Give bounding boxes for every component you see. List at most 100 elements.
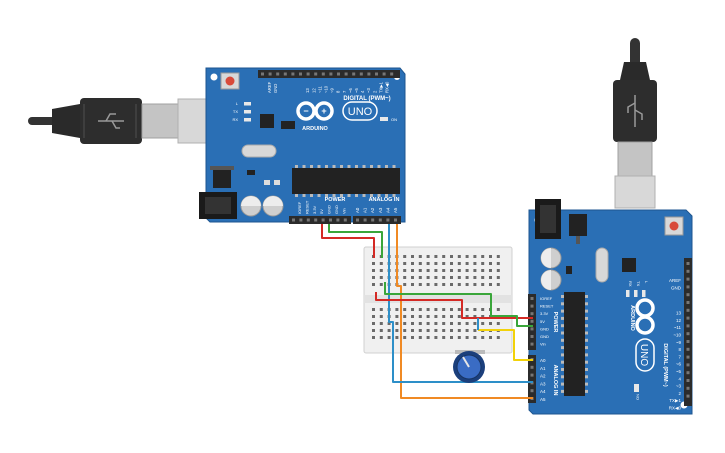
analog-header[interactable] (528, 355, 536, 403)
header-pin[interactable] (390, 72, 394, 76)
breadboard-hole[interactable] (403, 315, 407, 318)
header-pin[interactable] (375, 72, 378, 76)
header-pin[interactable] (276, 72, 280, 76)
header-pin[interactable] (686, 340, 690, 343)
breadboard-hole[interactable] (473, 269, 477, 272)
breadboard-hole[interactable] (481, 308, 485, 311)
breadboard-hole[interactable] (496, 308, 500, 311)
breadboard-hole[interactable] (372, 269, 375, 272)
breadboard-hole[interactable] (442, 329, 446, 332)
header-pin[interactable] (268, 72, 272, 76)
breadboard-hole[interactable] (403, 308, 407, 311)
header-pin[interactable] (686, 386, 690, 390)
breadboard-hole[interactable] (403, 322, 407, 325)
header-pin[interactable] (530, 312, 534, 316)
header-pin[interactable] (344, 72, 348, 76)
breadboard-hole[interactable] (387, 329, 391, 332)
header-pin[interactable] (686, 363, 690, 367)
breadboard-hole[interactable] (372, 283, 375, 286)
breadboard-hole[interactable] (434, 322, 438, 325)
breadboard-hole[interactable] (395, 336, 399, 339)
breadboard-hole[interactable] (489, 322, 492, 325)
header-pin[interactable] (686, 269, 690, 273)
breadboard-hole[interactable] (411, 329, 414, 332)
breadboard-hole[interactable] (442, 276, 446, 279)
breadboard-hole[interactable] (387, 322, 391, 325)
breadboard-hole[interactable] (489, 262, 492, 265)
breadboard-hole[interactable] (403, 336, 407, 339)
header-pin[interactable] (367, 72, 371, 76)
breadboard-hole[interactable] (457, 283, 461, 286)
breadboard-hole[interactable] (442, 322, 446, 325)
potentiometer[interactable] (453, 350, 485, 383)
breadboard-hole[interactable] (473, 329, 477, 332)
breadboard-hole[interactable] (372, 329, 375, 332)
header-pin[interactable] (686, 394, 690, 398)
header-pin[interactable] (352, 72, 356, 76)
breadboard-hole[interactable] (473, 255, 477, 258)
header-pin[interactable] (378, 218, 382, 222)
header-pin[interactable] (530, 327, 534, 331)
breadboard-hole[interactable] (465, 322, 469, 325)
breadboard-hole[interactable] (457, 322, 461, 325)
breadboard-hole[interactable] (434, 336, 438, 339)
breadboard-hole[interactable] (411, 262, 414, 265)
header-pin[interactable] (356, 218, 359, 222)
usb-cable-top[interactable] (613, 38, 657, 209)
breadboard-hole[interactable] (395, 329, 399, 332)
header-pin[interactable] (686, 371, 690, 375)
breadboard-hole[interactable] (473, 283, 477, 286)
breadboard-hole[interactable] (395, 315, 399, 318)
breadboard-hole[interactable] (434, 269, 438, 272)
breadboard-hole[interactable] (450, 322, 453, 325)
breadboard-hole[interactable] (411, 315, 414, 318)
breadboard-hole[interactable] (379, 269, 383, 272)
wires[interactable] (321, 224, 533, 399)
header-pin[interactable] (314, 72, 318, 76)
breadboard-hole[interactable] (426, 276, 430, 279)
breadboard-hole[interactable] (434, 262, 438, 265)
breadboard-hole[interactable] (442, 336, 446, 339)
breadboard-hole[interactable] (465, 315, 469, 318)
breadboard-hole[interactable] (403, 283, 407, 286)
breadboard-hole[interactable] (372, 308, 375, 311)
breadboard-hole[interactable] (450, 283, 453, 286)
header-pin[interactable] (530, 335, 534, 338)
breadboard-hole[interactable] (496, 336, 500, 339)
breadboard-hole[interactable] (403, 329, 407, 332)
header-pin[interactable] (686, 301, 690, 304)
header-pin[interactable] (530, 297, 534, 300)
header-pin[interactable] (359, 72, 363, 76)
header-pin[interactable] (291, 72, 295, 76)
breadboard-hole[interactable] (457, 269, 461, 272)
breadboard-hole[interactable] (473, 276, 477, 279)
header-pin[interactable] (686, 308, 690, 312)
breadboard-hole[interactable] (426, 329, 430, 332)
breadboard-hole[interactable] (418, 315, 422, 318)
header-pin[interactable] (299, 218, 303, 222)
header-pin[interactable] (386, 218, 390, 222)
header-pin[interactable] (686, 355, 690, 359)
breadboard-hole[interactable] (434, 283, 438, 286)
breadboard-hole[interactable] (434, 255, 438, 258)
usb-cable-left[interactable] (28, 98, 209, 144)
breadboard-hole[interactable] (411, 269, 414, 272)
breadboard-hole[interactable] (418, 255, 422, 258)
header-pin[interactable] (530, 365, 534, 369)
breadboard-hole[interactable] (457, 336, 461, 339)
header-pin[interactable] (686, 347, 690, 351)
breadboard-hole[interactable] (465, 283, 469, 286)
header-pin[interactable] (686, 293, 690, 297)
breadboard-hole[interactable] (411, 283, 414, 286)
breadboard-hole[interactable] (473, 336, 477, 339)
wire-orange[interactable] (396, 224, 533, 399)
breadboard-hole[interactable] (450, 276, 453, 279)
header-pin[interactable] (363, 218, 367, 222)
breadboard-hole[interactable] (450, 255, 453, 258)
breadboard-hole[interactable] (411, 276, 414, 279)
breadboard-hole[interactable] (442, 262, 446, 265)
breadboard-hole[interactable] (434, 276, 438, 279)
breadboard-hole[interactable] (496, 262, 500, 265)
